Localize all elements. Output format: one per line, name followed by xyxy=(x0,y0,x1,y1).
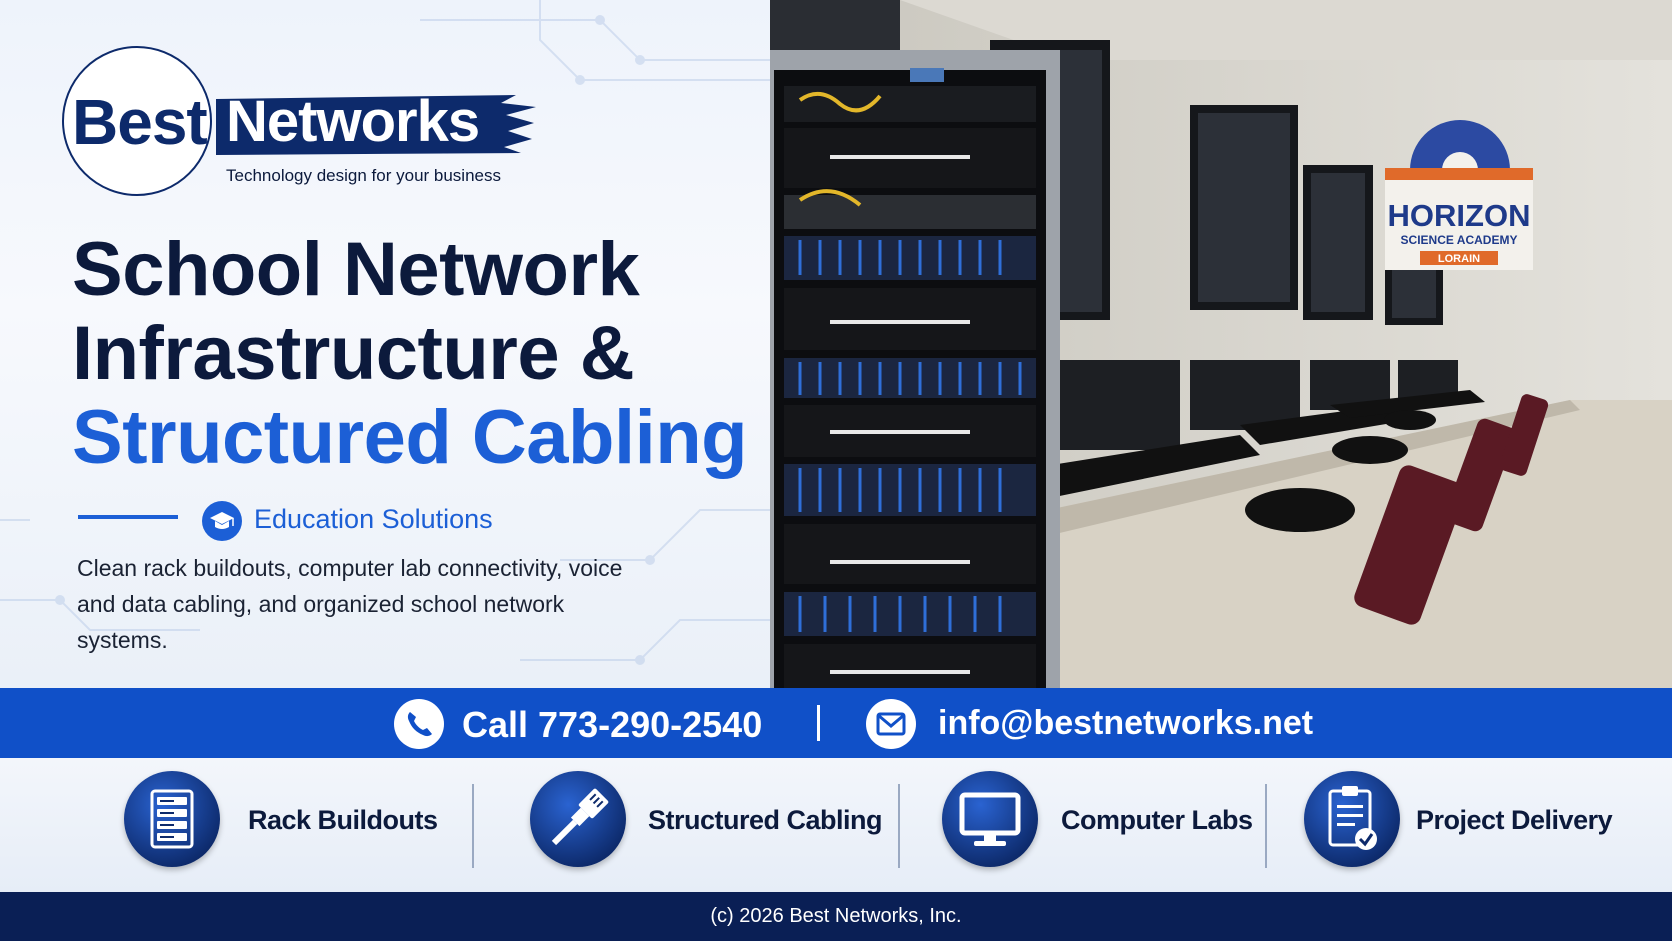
graduation-cap-icon xyxy=(202,501,242,541)
contact-bar xyxy=(0,688,1672,758)
service-separator xyxy=(1265,784,1267,868)
email-link[interactable]: info@bestnetworks.net xyxy=(938,704,1314,742)
logo-brush-stroke xyxy=(216,95,536,155)
clipboard-check-icon xyxy=(1304,771,1400,867)
logo-tagline: Technology design for your business xyxy=(226,166,501,185)
contact-separator xyxy=(817,705,820,741)
divider-line xyxy=(78,515,178,519)
monitor-icon xyxy=(942,771,1038,867)
sign-title: HORIZON xyxy=(1388,198,1531,233)
service-separator xyxy=(898,784,900,868)
server-rack-icon xyxy=(124,771,220,867)
service-separator xyxy=(472,784,474,868)
copyright-text: (c) 2026 Best Networks, Inc. xyxy=(710,905,962,927)
title-line-3: Structured Cabling xyxy=(72,395,748,480)
title-line-1: School Network xyxy=(72,227,640,312)
logo-text-networks: Networks xyxy=(226,89,480,154)
photo-illustration: HORIZON SCIENCE ACADEMY LORAIN xyxy=(770,0,1672,688)
phone-icon[interactable] xyxy=(394,699,444,749)
ethernet-cable-icon xyxy=(530,771,626,867)
circuit-pattern xyxy=(0,0,780,665)
hero-description: Clean rack buildouts, computer lab conne… xyxy=(77,555,623,653)
envelope-icon[interactable] xyxy=(866,699,916,749)
service-label-rack-buildouts: Rack Buildouts xyxy=(248,805,438,835)
service-label-computer-labs: Computer Labs xyxy=(1061,805,1253,835)
footer-bar xyxy=(0,892,1672,941)
page-title: School Network Infrastructure & Structur… xyxy=(72,227,748,480)
server-lab-photo: HORIZON SCIENCE ACADEMY LORAIN xyxy=(770,0,1672,688)
phone-link[interactable]: Call 773-290-2540 xyxy=(462,704,763,745)
service-label-project-delivery: Project Delivery xyxy=(1416,805,1613,835)
category-label: Education Solutions xyxy=(254,504,493,534)
service-label-structured-cabling: Structured Cabling xyxy=(648,805,883,835)
sign-subtitle: SCIENCE ACADEMY xyxy=(1401,233,1518,247)
title-line-2: Infrastructure & xyxy=(72,311,635,396)
sign-location: LORAIN xyxy=(1438,253,1480,265)
logo-ring xyxy=(62,46,212,196)
logo-text-best: Best xyxy=(72,86,208,158)
